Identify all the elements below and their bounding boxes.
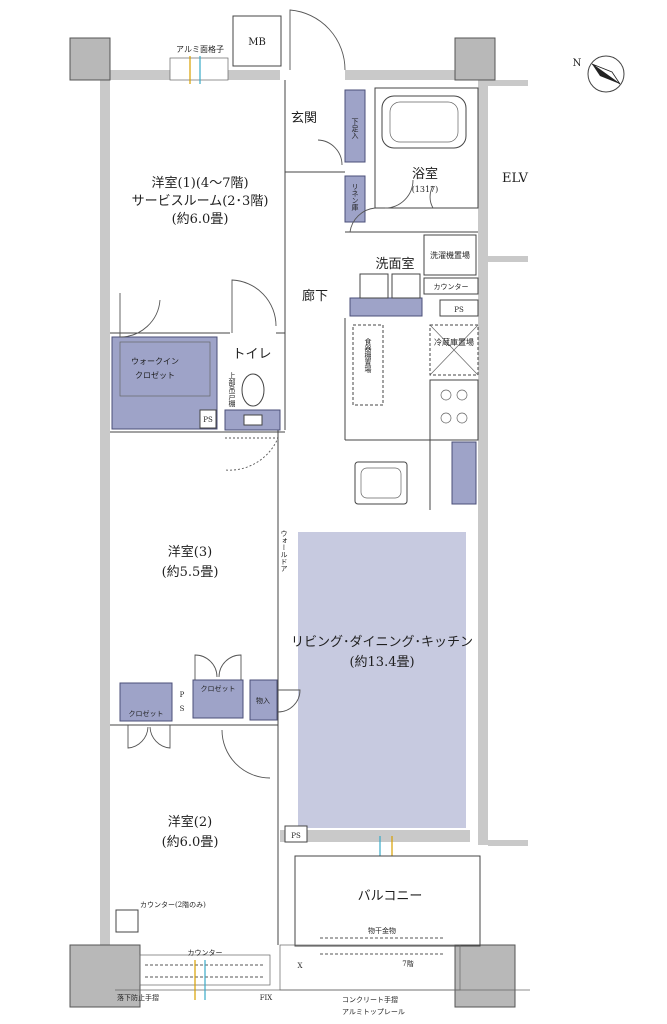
shoe-cabinet (344, 89, 366, 163)
room1-title: 洋室(1)(4〜7階) (151, 175, 248, 191)
room-1: 洋室(1)(4〜7階) サービスルーム(2･3階) (約6.0畳) (110, 175, 285, 334)
room3-size: (約5.5畳) (162, 565, 219, 580)
fix-label: FIX (260, 994, 273, 1002)
bath-size-label: (1317) (412, 185, 439, 194)
p-label: P (180, 691, 185, 699)
concrete-rail-label: コンクリート手摺 (342, 995, 398, 1004)
storage-label: 物入 (256, 696, 270, 705)
mb-box (232, 15, 282, 67)
counter-label: カウンター (434, 282, 469, 291)
ps-label-wash: PS (454, 306, 464, 314)
room2-size: (約6.0畳) (162, 835, 219, 850)
toilet-label: トイレ (232, 347, 271, 362)
washroom-label: 洗面室 (375, 256, 414, 272)
bath-label: 浴室 (412, 166, 438, 182)
toilet: トイレ 上部吊戸棚 (224, 347, 281, 471)
wic-label-1: ウォークイン (131, 357, 179, 366)
s-label: S (180, 705, 185, 713)
counter-2f-label: カウンター(2階のみ) (140, 900, 206, 909)
pillar-bottom-left (69, 944, 141, 1008)
linen-closet (344, 175, 366, 223)
closet-label-left: クロゼット (129, 709, 164, 718)
entrance-door (289, 9, 346, 71)
seven-f-label: 7階 (402, 959, 413, 968)
outer-walls (100, 70, 528, 960)
alumi-lattice-label: アルミ面格子 (176, 44, 224, 54)
washer-label: 洗濯機置場 (430, 250, 470, 260)
ps-label-wic: PS (203, 416, 213, 424)
dish-label: 食器棚置場 (364, 337, 372, 374)
wall-door-label: ウォールドア (280, 530, 288, 572)
pillar-bottom-right (454, 944, 516, 1008)
shoe-label: 下足入 (351, 118, 359, 139)
mb-label: MB (248, 37, 266, 48)
x-label: X (298, 962, 303, 970)
bathroom: 浴室 (1317) (374, 87, 479, 209)
upper-shelf-label: 上部吊戸棚 (228, 371, 236, 408)
balcony-label: バルコニー (358, 889, 423, 904)
pillar-top-left (69, 37, 111, 81)
kitchen: 食器棚置場 冷蔵庫置場 (344, 318, 479, 510)
fall-rail-label: 落下防止手摺 (117, 993, 159, 1002)
ldk-area (298, 532, 466, 828)
linen-label: リネン庫 (351, 183, 359, 212)
ldk-size: (約13.4畳) (349, 655, 414, 670)
monohoshi-label: 物干金物 (368, 926, 396, 935)
ps-label-bottom: PS (291, 832, 301, 840)
closet-label-right: クロゼット (201, 684, 236, 693)
elv-label: ELV (502, 171, 529, 186)
north-label: N (573, 58, 582, 69)
room1-size: (約6.0畳) (172, 212, 229, 227)
washroom: 洗面室 洗濯機置場 カウンター PS (345, 207, 479, 317)
wic-label-2: クロゼット (135, 370, 175, 380)
room3-title: 洋室(3) (168, 544, 212, 560)
room2-title: 洋室(2) (168, 814, 212, 830)
middle-closets: クロゼット P S クロゼット 物入 (110, 654, 301, 779)
alumi-top-label: アルミトップレール (342, 1008, 405, 1016)
entrance-label: 玄関 (291, 111, 317, 126)
counter-bottom-label: カウンター (188, 948, 223, 957)
north-arrow-icon: N (573, 55, 625, 93)
room1-subtitle: サービスルーム(2･3階) (132, 194, 269, 209)
fridge-label: 冷蔵庫置場 (434, 337, 474, 347)
balcony: バルコニー 物干金物 7階 X (294, 855, 481, 970)
corridor-label: 廊下 (302, 288, 328, 304)
ldk-label: リビング･ダイニング･キッチン (291, 635, 473, 650)
pillar-top-right (454, 37, 496, 81)
